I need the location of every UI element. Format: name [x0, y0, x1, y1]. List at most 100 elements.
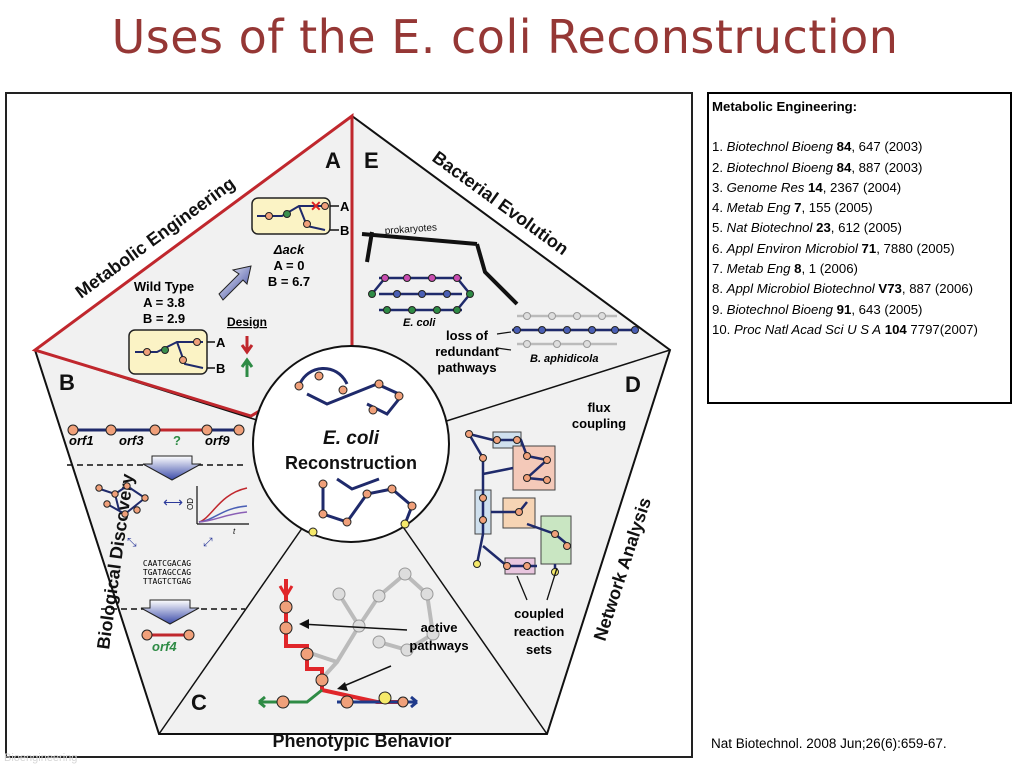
reference-journal: Nat Biotechnol: [726, 220, 813, 236]
reference-pages-year: , 643 (2005): [851, 301, 923, 317]
orf4-label: orf4: [152, 639, 177, 654]
output-arrow-icon: [258, 695, 266, 709]
reference-journal: Biotechnol Bioeng: [726, 159, 833, 175]
reference-volume: 104: [884, 321, 907, 337]
reference-number: 1.: [712, 139, 727, 155]
wild-type-label: Wild Type: [134, 279, 194, 294]
reference-number: 10.: [712, 321, 734, 337]
ko-out-b: B: [340, 223, 349, 238]
ko-a-value: A = 0: [274, 258, 305, 273]
knockout-x-icon: ✕: [310, 198, 322, 214]
loss-label-2: redundant: [435, 344, 499, 359]
down-arrow-icon: [240, 336, 254, 355]
panel-c-letter: C: [191, 690, 207, 715]
reference-journal: Appl Microbiol Biotechnol: [726, 281, 875, 297]
reference-item: 7. Metab Eng 8, 1 (2006): [712, 259, 1007, 279]
panel-c: C Phenotypic Behavior: [191, 567, 469, 751]
sequence-line-2: TGATAGCCAG: [143, 568, 191, 577]
reference-volume: 71: [861, 240, 877, 256]
panel-b-letter: B: [59, 370, 75, 395]
reference-item: 1. Biotechnol Bioeng 84, 647 (2003): [712, 137, 1007, 157]
orf1-label: orf1: [69, 433, 94, 448]
reference-pages-year: , 647 (2003): [851, 139, 923, 155]
double-arrow-icon: ⟷: [163, 494, 183, 510]
reference-item: 3. Genome Res 14, 2367 (2004): [712, 178, 1007, 198]
active-pathways-label-1: active: [421, 620, 458, 635]
reference-number: 3.: [712, 179, 727, 195]
ko-out-a: A: [340, 199, 350, 214]
reference-pages-year: , 7880 (2005): [876, 240, 955, 256]
knockout-label: Δack: [273, 242, 305, 257]
panel-b: B Biological Discovery orf1 orf3 ? orf9: [59, 370, 249, 654]
reference-item: 9. Biotechnol Bioeng 91, 643 (2005): [712, 300, 1007, 320]
reference-volume: 91: [836, 301, 852, 317]
reference-number: 5.: [712, 220, 727, 236]
flux-label-1: flux: [587, 400, 611, 415]
slide-title: Uses of the E. coli Reconstruction: [111, 10, 899, 64]
loss-label-1: loss of: [446, 328, 489, 343]
reference-journal: Appl Environ Microbiol: [726, 240, 858, 256]
coupled-label-2: reaction: [514, 624, 565, 639]
reference-item: 10. Proc Natl Acad Sci U S A 104 7797(20…: [712, 320, 1007, 340]
references-header: Metabolic Engineering:: [712, 99, 858, 114]
coupled-label-3: sets: [526, 642, 552, 657]
design-label: Design: [227, 315, 267, 329]
reference-item: 8. Appl Microbiol Biotechnol V73, 887 (2…: [712, 279, 1007, 299]
active-pathways-label-2: pathways: [409, 638, 468, 653]
down-arrow-icon: [140, 599, 200, 625]
phylogeny-tree: [361, 231, 519, 306]
reference-journal: Genome Res: [726, 179, 805, 195]
reference-volume: 8: [794, 261, 802, 277]
question-label: ?: [173, 433, 181, 448]
od-label: OD: [186, 498, 195, 510]
reference-journal: Proc Natl Acad Sci U S A: [734, 321, 882, 337]
reference-pages-year: , 612 (2005): [830, 220, 902, 236]
center-label-reconstruction: Reconstruction: [285, 453, 417, 473]
ko-b-value: B = 6.7: [268, 274, 310, 289]
flux-label-2: coupling: [572, 416, 626, 431]
reference-volume: V73: [878, 281, 902, 297]
reference-journal: Metab Eng: [726, 261, 791, 277]
reference-pages-year: , 887 (2006): [901, 281, 974, 297]
diag-arrow-icon: ⤡: [127, 535, 137, 549]
panel-a-letter: A: [325, 148, 341, 173]
reconstruction-figure: E. coli Reconstruction A Metabolic Engin…: [5, 92, 693, 758]
t-label: t: [233, 527, 236, 536]
loss-label-3: pathways: [437, 360, 496, 375]
wt-b-value: B = 2.9: [143, 311, 185, 326]
coupled-label-1: coupled: [514, 606, 564, 621]
wt-out-b: B: [216, 361, 225, 376]
reference-item: 5. Nat Biotechnol 23, 612 (2005): [712, 218, 1007, 238]
reference-number: 7.: [712, 261, 727, 277]
reference-pages-year: , 1 (2006): [801, 261, 858, 277]
wt-out-a: A: [216, 335, 226, 350]
reference-pages-year: , 2367 (2004): [822, 179, 902, 195]
reference-item: 4. Metab Eng 7, 155 (2005): [712, 198, 1007, 218]
reference-journal: Biotechnol Bioeng: [726, 301, 833, 317]
center-circle: E. coli Reconstruction: [252, 345, 450, 543]
wt-a-value: A = 3.8: [143, 295, 185, 310]
references-list: 1. Biotechnol Bioeng 84, 647 (2003)2. Bi…: [712, 137, 1007, 340]
orf9-label: orf9: [205, 433, 230, 448]
sequence-line-3: TTAGTCTGAG: [143, 577, 191, 586]
references-box: Metabolic Engineering: 1. Biotechnol Bio…: [707, 92, 1012, 404]
reference-item: 6. Appl Environ Microbiol 71, 7880 (2005…: [712, 239, 1007, 259]
reference-item: 2. Biotechnol Bioeng 84, 887 (2003): [712, 158, 1007, 178]
reference-volume: 23: [816, 220, 831, 236]
diag-arrow-icon: ⤢: [202, 535, 213, 549]
reference-journal: Metab Eng: [726, 200, 791, 216]
reference-number: 4.: [712, 200, 727, 216]
center-label-ecoli: E. coli: [323, 428, 380, 449]
reference-volume: 14: [808, 179, 823, 195]
panel-d-letter: D: [625, 372, 641, 397]
reference-pages-year: , 887 (2003): [851, 159, 923, 175]
reference-number: 8.: [712, 281, 727, 297]
design-arrow-icon: [218, 265, 252, 301]
reference-number: 9.: [712, 301, 727, 317]
aphidicola-label: B. aphidicola: [530, 353, 598, 365]
down-arrow-icon: [142, 455, 202, 481]
source-citation: Nat Biotechnol. 2008 Jun;26(6):659-67.: [711, 736, 947, 751]
reference-journal: Biotechnol Bioeng: [726, 139, 833, 155]
up-arrow-icon: [240, 357, 254, 377]
sequence-line-1: CAATCGACAG: [143, 559, 191, 568]
